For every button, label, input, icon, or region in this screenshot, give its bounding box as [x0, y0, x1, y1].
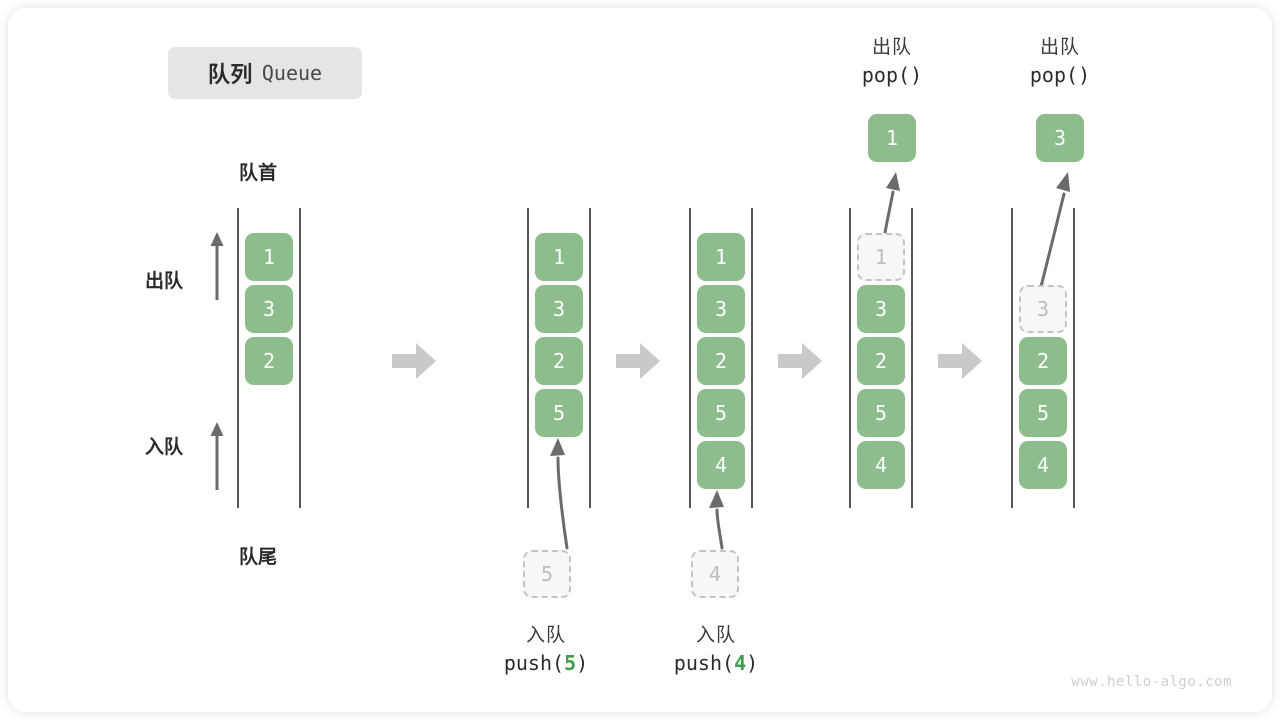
queue-cell: 3: [697, 285, 745, 333]
popped-cell-3: 3: [1036, 114, 1084, 162]
enqueue-label: 入队: [145, 437, 184, 458]
queue-column-push-5: 1 3 2 5: [527, 208, 591, 508]
ghost-cell-push-5: 5: [523, 550, 571, 598]
queue-cell: 3: [857, 285, 905, 333]
caption-pop-1: 出队 pop(): [838, 32, 946, 87]
caption-push-5: 入队 push(5): [486, 620, 606, 675]
queue-cell: 5: [857, 389, 905, 437]
queue-column-pop-1: 1 3 2 5 4: [849, 208, 913, 508]
step-separator-icon: [392, 341, 436, 381]
queue-cell: 2: [245, 337, 293, 385]
queue-rail-right: [1073, 208, 1075, 508]
title-english: Queue: [261, 61, 323, 85]
push-arrow-5: [536, 436, 576, 550]
ghost-cell-pop-1: 1: [857, 233, 905, 281]
caption-code: pop(): [1006, 63, 1114, 87]
queue-rail-right: [299, 208, 301, 508]
queue-cell: 2: [535, 337, 583, 385]
caption-code: push(4): [656, 651, 776, 675]
queue-column-initial: 1 3 2: [237, 208, 301, 508]
step-separator-icon: [938, 341, 982, 381]
dequeue-label: 出队: [145, 271, 184, 292]
caption-cn: 出队: [871, 37, 912, 58]
queue-cell: 3: [245, 285, 293, 333]
queue-rail-left: [689, 208, 691, 508]
enqueue-arrow: [208, 420, 226, 490]
code-prefix: push(: [673, 651, 735, 675]
queue-cell: 5: [697, 389, 745, 437]
queue-cell: 2: [1019, 337, 1067, 385]
caption-cn: 入队: [695, 625, 736, 646]
step-separator-icon: [778, 341, 822, 381]
caption-push-4: 入队 push(4): [656, 620, 776, 675]
caption-cn: 入队: [525, 625, 566, 646]
caption-code: push(5): [486, 651, 606, 675]
title-badge: 队列 Queue: [168, 47, 362, 99]
code-suffix: ): [1078, 63, 1091, 87]
queue-rail-right: [911, 208, 913, 508]
queue-rail-left: [237, 208, 239, 508]
ghost-cell-push-4: 4: [691, 550, 739, 598]
caption-pop-3: 出队 pop(): [1006, 32, 1114, 87]
queue-cell: 4: [857, 441, 905, 489]
queue-rail-left: [1011, 208, 1013, 508]
watermark: www.hello-algo.com: [1071, 674, 1232, 690]
code-prefix: push(: [503, 651, 565, 675]
title-chinese: 队列: [207, 62, 253, 87]
ghost-cell-pop-3: 3: [1019, 285, 1067, 333]
code-arg: 4: [734, 651, 747, 675]
queue-rail-right: [589, 208, 591, 508]
queue-column-pop-3: 3 2 5 4: [1011, 208, 1075, 508]
queue-cell: 5: [1019, 389, 1067, 437]
queue-rail-right: [751, 208, 753, 508]
code-prefix: pop(: [861, 63, 911, 87]
rear-label: 队尾: [239, 547, 278, 568]
front-label: 队首: [239, 163, 278, 184]
queue-cell: 3: [535, 285, 583, 333]
caption-cn: 出队: [1039, 37, 1080, 58]
queue-cell-new: 4: [697, 441, 745, 489]
queue-cell: 4: [1019, 441, 1067, 489]
queue-cell: 2: [697, 337, 745, 385]
code-suffix: ): [910, 63, 923, 87]
queue-rail-left: [849, 208, 851, 508]
queue-cell: 1: [245, 233, 293, 281]
popped-cell-1: 1: [868, 114, 916, 162]
queue-cell: 2: [857, 337, 905, 385]
dequeue-arrow: [208, 230, 226, 300]
queue-column-push-4: 1 3 2 5 4: [689, 208, 753, 508]
queue-cell: 1: [697, 233, 745, 281]
code-suffix: ): [746, 651, 759, 675]
code-prefix: pop(: [1029, 63, 1079, 87]
push-arrow-4: [700, 488, 736, 550]
caption-code: pop(): [838, 63, 946, 87]
step-separator-icon: [616, 341, 660, 381]
code-suffix: ): [576, 651, 589, 675]
queue-cell-new: 5: [535, 389, 583, 437]
queue-rail-left: [527, 208, 529, 508]
queue-cell: 1: [535, 233, 583, 281]
code-arg: 5: [564, 651, 577, 675]
